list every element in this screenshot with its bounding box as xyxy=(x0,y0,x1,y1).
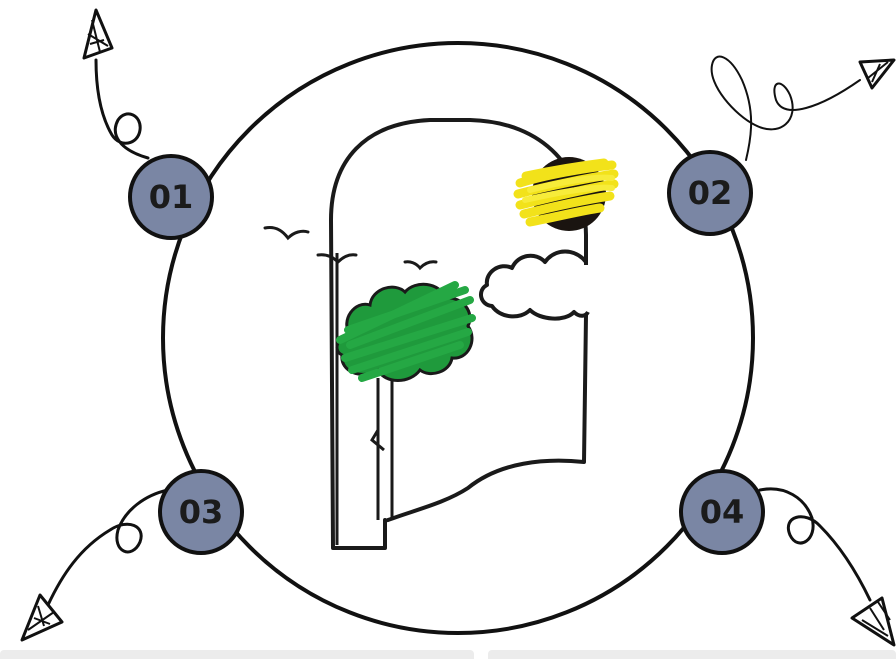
arrow-03 xyxy=(46,488,170,607)
cloud-icon xyxy=(479,249,590,321)
step-badge-02: 02 xyxy=(667,150,753,236)
arrow-02 xyxy=(710,55,861,161)
step-badge-01: 01 xyxy=(128,154,214,240)
arrow-cursor-icon xyxy=(858,58,896,90)
step-number: 04 xyxy=(700,493,745,531)
step-number: 01 xyxy=(149,178,194,216)
arrow-01 xyxy=(94,58,150,160)
step-number: 02 xyxy=(688,174,733,212)
tree-icon xyxy=(335,281,476,520)
main-circle xyxy=(161,41,755,635)
step-badge-03: 03 xyxy=(158,469,244,555)
window-illustration xyxy=(263,118,619,550)
footer-bar-left xyxy=(0,650,474,659)
step-badge-04: 04 xyxy=(679,469,765,555)
bird-icon xyxy=(263,226,438,271)
arrow-04 xyxy=(758,487,872,602)
sun-icon xyxy=(513,157,619,231)
arrow-cursor-icon xyxy=(850,596,896,647)
footer-bar-right xyxy=(488,650,896,659)
step-number: 03 xyxy=(179,493,224,531)
arrow-cursor-icon xyxy=(82,8,114,60)
